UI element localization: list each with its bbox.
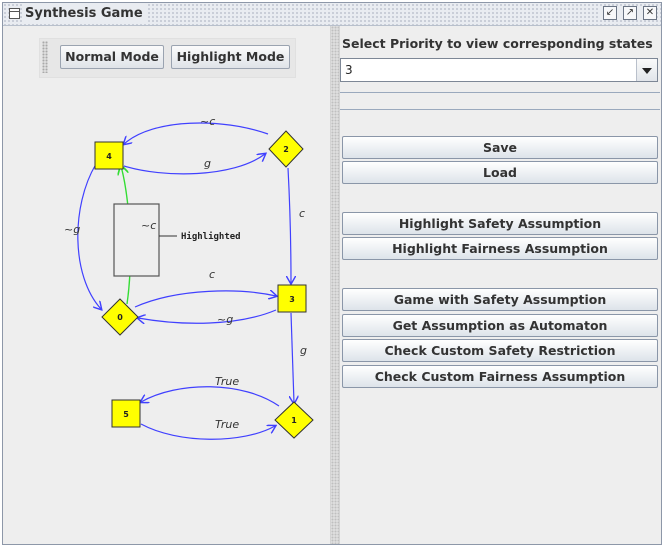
edge-3-to-1 [291, 312, 294, 403]
edge-4-to-2 [123, 154, 265, 175]
check-fairness-button[interactable]: Check Custom Fairness Assumption [342, 365, 658, 388]
svg-text:0: 0 [117, 313, 123, 322]
normal-mode-button[interactable]: Normal Mode [60, 45, 164, 69]
edge-4-to-0 [77, 163, 101, 309]
svg-text:2: 2 [283, 145, 289, 154]
maximize-icon[interactable]: ↗ [623, 6, 637, 20]
svg-text:1: 1 [291, 416, 297, 425]
highlight-fairness-button[interactable]: Highlight Fairness Assumption [342, 237, 658, 260]
title-bar[interactable]: Synthesis Game ↙ ↗ ✕ [3, 3, 661, 26]
edge-label-2-3: c [299, 207, 305, 220]
edge-3-to-0 [138, 309, 277, 323]
priority-dropdown[interactable]: 3 [340, 58, 658, 82]
highlighted-box-label: ~c [141, 219, 156, 232]
save-button[interactable]: Save [342, 136, 658, 159]
game-safety-button[interactable]: Game with Safety Assumption [342, 288, 658, 311]
edge-label-2-4: ~c [200, 115, 215, 128]
state-node-0[interactable]: 0 [101, 298, 139, 336]
svg-text:5: 5 [123, 410, 129, 419]
edge-label-3-0: ~g [217, 313, 233, 326]
get-automaton-button[interactable]: Get Assumption as Automaton [342, 314, 658, 337]
edge-label-3-1: g [300, 344, 307, 357]
svg-text:4: 4 [106, 152, 112, 161]
edge-5-to-1 [140, 423, 275, 440]
state-node-5[interactable]: 5 [111, 399, 141, 428]
control-panel: Select Priority to view corresponding st… [340, 26, 661, 544]
chevron-down-icon[interactable] [636, 59, 657, 81]
edge-label-1-5: True [215, 375, 239, 388]
priority-dropdown-value: 3 [345, 63, 353, 77]
edge-0-to-3 [134, 291, 276, 308]
separator-bottom [340, 109, 660, 110]
edge-2-to-4 [124, 122, 269, 144]
game-graph: ~c g c ~g c ~g g True True ~c Highlight [64, 115, 314, 440]
highlighted-state-box [113, 203, 160, 277]
highlight-mode-button[interactable]: Highlight Mode [171, 45, 290, 69]
highlight-safety-button[interactable]: Highlight Safety Assumption [342, 212, 658, 235]
edge-label-5-1: True [215, 418, 239, 431]
svg-text:3: 3 [289, 295, 295, 304]
edge-label-0-3: c [209, 268, 215, 281]
graph-panel: Normal Mode Highlight Mode ~c g c ~g [3, 26, 330, 544]
split-pane-divider[interactable] [330, 26, 340, 544]
minimize-icon[interactable]: ↙ [603, 6, 617, 20]
load-button[interactable]: Load [342, 161, 658, 184]
state-node-4[interactable]: 4 [94, 141, 124, 170]
window-controls: ↙ ↗ ✕ [599, 6, 657, 20]
state-node-1[interactable]: 1 [274, 401, 314, 439]
edge-label-4-0: ~g [64, 223, 80, 236]
window-title: Synthesis Game [23, 4, 147, 24]
highlighted-note: Highlighted [181, 231, 241, 242]
close-icon[interactable]: ✕ [643, 6, 657, 20]
mode-toolbar: Normal Mode Highlight Mode [39, 38, 296, 78]
edge-label-4-2: g [204, 157, 211, 170]
window-icon [9, 8, 20, 19]
edge-2-to-3 [288, 167, 291, 283]
toolbar-grip-handle[interactable] [42, 41, 48, 73]
state-node-3[interactable]: 3 [277, 284, 307, 313]
separator-top [340, 92, 660, 93]
check-safety-button[interactable]: Check Custom Safety Restriction [342, 339, 658, 362]
priority-select-label: Select Priority to view corresponding st… [342, 36, 653, 51]
edge-1-to-5 [141, 386, 280, 407]
state-node-2[interactable]: 2 [268, 130, 304, 168]
